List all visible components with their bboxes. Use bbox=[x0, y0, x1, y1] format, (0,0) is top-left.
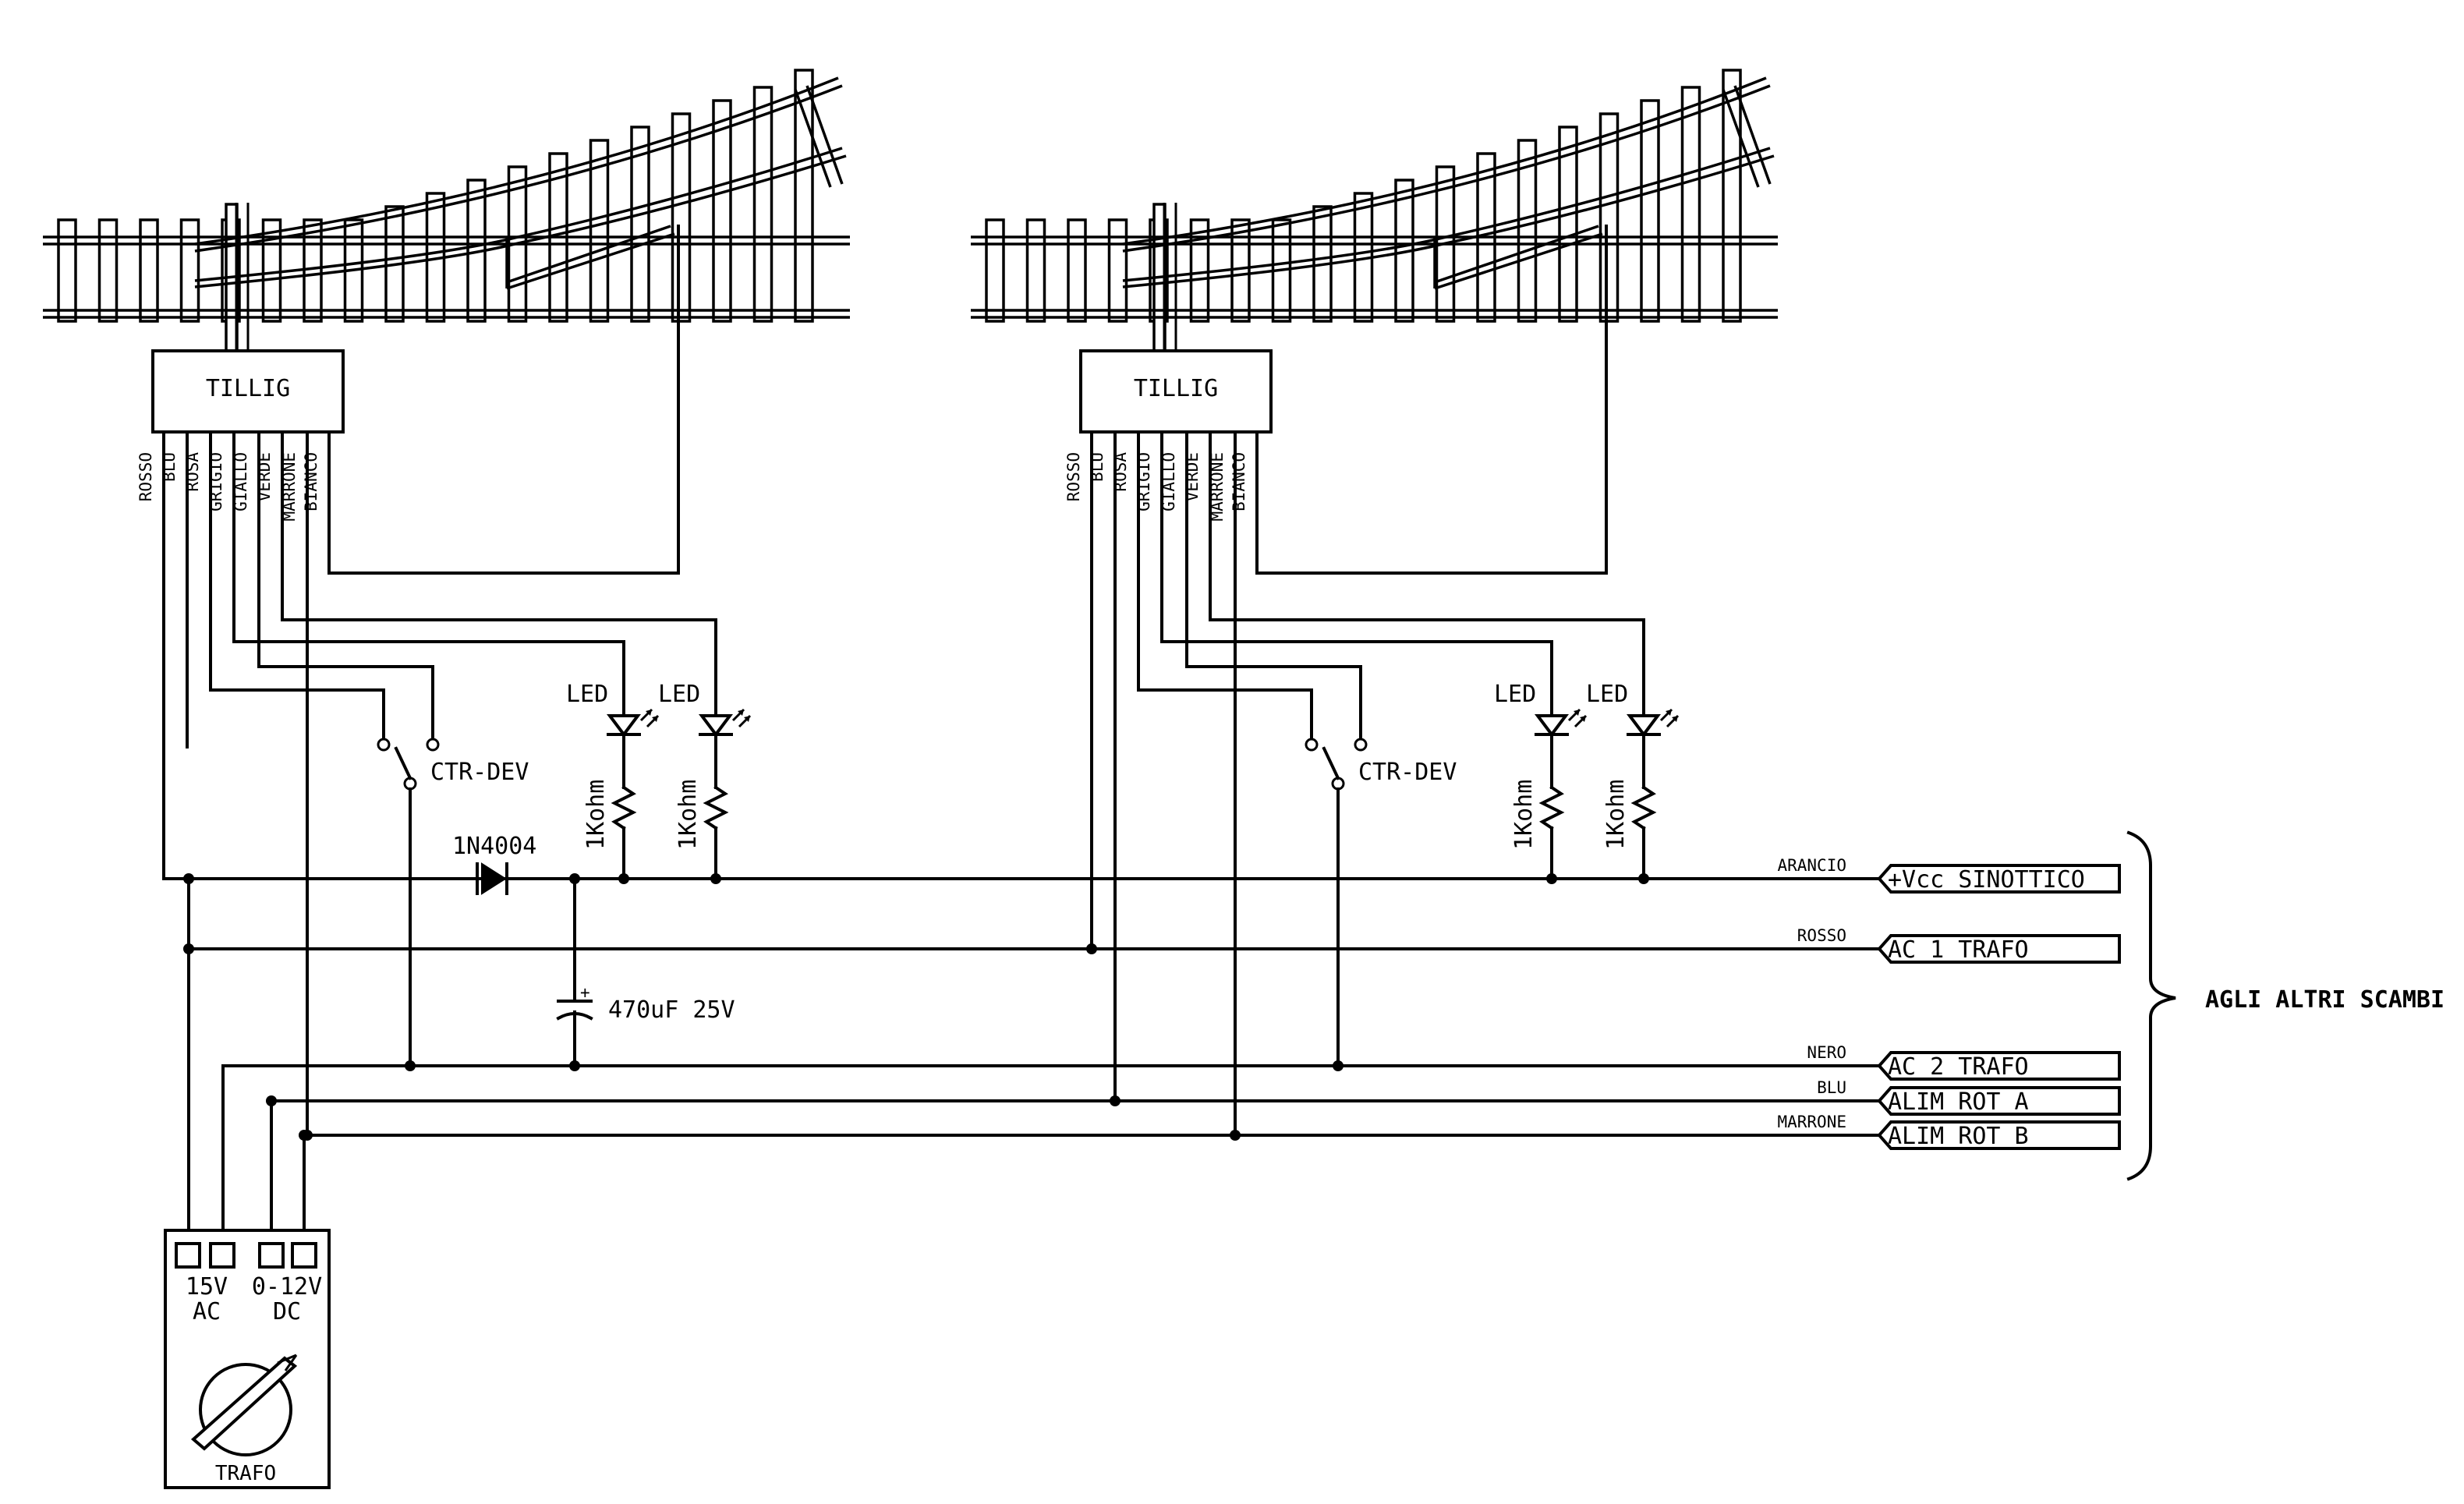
bus-wire-label: BLU bbox=[1817, 1078, 1846, 1097]
bus-wire-label: ROSSO bbox=[1797, 926, 1846, 945]
bus-terminal-label: +Vcc SINOTTICO bbox=[1888, 866, 2085, 894]
capacitor-470uf: + 470uF 25V bbox=[556, 873, 735, 1071]
wire-label: ROSSO bbox=[1064, 452, 1083, 501]
bus-terminal: AC 1 TRAFO ROSSO bbox=[1797, 926, 2121, 964]
wire-label: ROSSO bbox=[136, 452, 155, 501]
decoder-label: TILLIG bbox=[1134, 375, 1218, 402]
trafo-dc-voltage: 0-12V bbox=[252, 1273, 322, 1301]
knob-icon bbox=[190, 1354, 298, 1456]
junction-dot bbox=[183, 943, 194, 954]
bus-wire-label: MARRONE bbox=[1777, 1113, 1846, 1131]
bus-terminal-label: AC 1 TRAFO bbox=[1888, 936, 2029, 964]
bus-lines bbox=[162, 877, 1881, 1137]
trafo-terminal bbox=[258, 1242, 285, 1269]
trafo-terminal bbox=[209, 1242, 235, 1269]
trafo-terminal bbox=[291, 1242, 317, 1269]
switch-label: CTR-DEV bbox=[1358, 759, 1457, 786]
decoder-label: TILLIG bbox=[206, 375, 290, 402]
resistor-label: 1Kohm bbox=[1510, 780, 1538, 850]
trafo-terminal bbox=[175, 1242, 201, 1269]
bus-terminal-label: ALIM ROT A bbox=[1888, 1088, 2029, 1116]
junction-dot bbox=[299, 1130, 310, 1141]
capacitor-label: 470uF 25V bbox=[608, 996, 735, 1024]
led-label: LED bbox=[1494, 681, 1536, 708]
brace-label: AGLI ALTRI SCAMBI bbox=[2205, 986, 2445, 1014]
tillig-decoder bbox=[1079, 349, 1273, 434]
trafo: 15V AC 0-12V DC TRAFO bbox=[164, 1229, 331, 1489]
resistor-label: 1Kohm bbox=[674, 780, 702, 850]
junction-dot bbox=[183, 873, 194, 884]
tillig-decoder bbox=[151, 349, 345, 434]
diode-1n4004: 1N4004 bbox=[452, 833, 536, 895]
bus-terminal-label: AC 2 TRAFO bbox=[1888, 1053, 2029, 1081]
led-label: LED bbox=[566, 681, 608, 708]
ctr-dev-switch: CTR-DEV bbox=[377, 738, 529, 1071]
resistor-label: 1Kohm bbox=[582, 780, 610, 850]
trafo-dc-label: DC bbox=[273, 1298, 301, 1325]
brace: AGLI ALTRI SCAMBI bbox=[2126, 830, 2445, 1181]
turnout-track bbox=[971, 69, 1778, 372]
led-label: LED bbox=[658, 681, 700, 708]
bus-wire-label: ARANCIO bbox=[1777, 856, 1846, 875]
capacitor-polarity-label: + bbox=[580, 983, 590, 1002]
bus-terminals: +Vcc SINOTTICO ARANCIO AC 1 TRAFO ROSSO AC 2… bbox=[1777, 856, 2121, 1150]
ctr-dev-switch: CTR-DEV bbox=[1305, 738, 1457, 1071]
wire-label: BIANCO bbox=[302, 452, 320, 511]
bus-terminal-label: ALIM ROT B bbox=[1888, 1123, 2029, 1150]
resistor-label: 1Kohm bbox=[1602, 780, 1630, 850]
wire-label: BIANCO bbox=[1230, 452, 1248, 511]
led-indicator: LED 1Kohm bbox=[1494, 640, 1588, 884]
diode-label: 1N4004 bbox=[452, 833, 536, 860]
bus-terminal: +Vcc SINOTTICO ARANCIO bbox=[1777, 856, 2121, 894]
led-indicator: LED 1Kohm bbox=[566, 640, 660, 884]
bus-wire-label: NERO bbox=[1807, 1043, 1846, 1062]
bus-terminal: AC 2 TRAFO NERO bbox=[1807, 1043, 2121, 1081]
trafo-ac-label: AC bbox=[193, 1298, 221, 1325]
bus-terminal: ALIM ROT A BLU bbox=[1817, 1078, 2121, 1116]
led-indicator: LED 1Kohm bbox=[658, 618, 752, 884]
junction-dot bbox=[266, 1095, 277, 1106]
led-indicator: LED 1Kohm bbox=[1586, 618, 1680, 884]
power-connections bbox=[183, 873, 310, 1240]
turnout-track bbox=[43, 69, 850, 372]
led-label: LED bbox=[1586, 681, 1628, 708]
trafo-title: TRAFO bbox=[215, 1462, 276, 1485]
switch-label: CTR-DEV bbox=[430, 759, 529, 786]
trafo-ac-voltage: 15V bbox=[186, 1273, 228, 1301]
bus-terminal: ALIM ROT B MARRONE bbox=[1777, 1113, 2121, 1150]
